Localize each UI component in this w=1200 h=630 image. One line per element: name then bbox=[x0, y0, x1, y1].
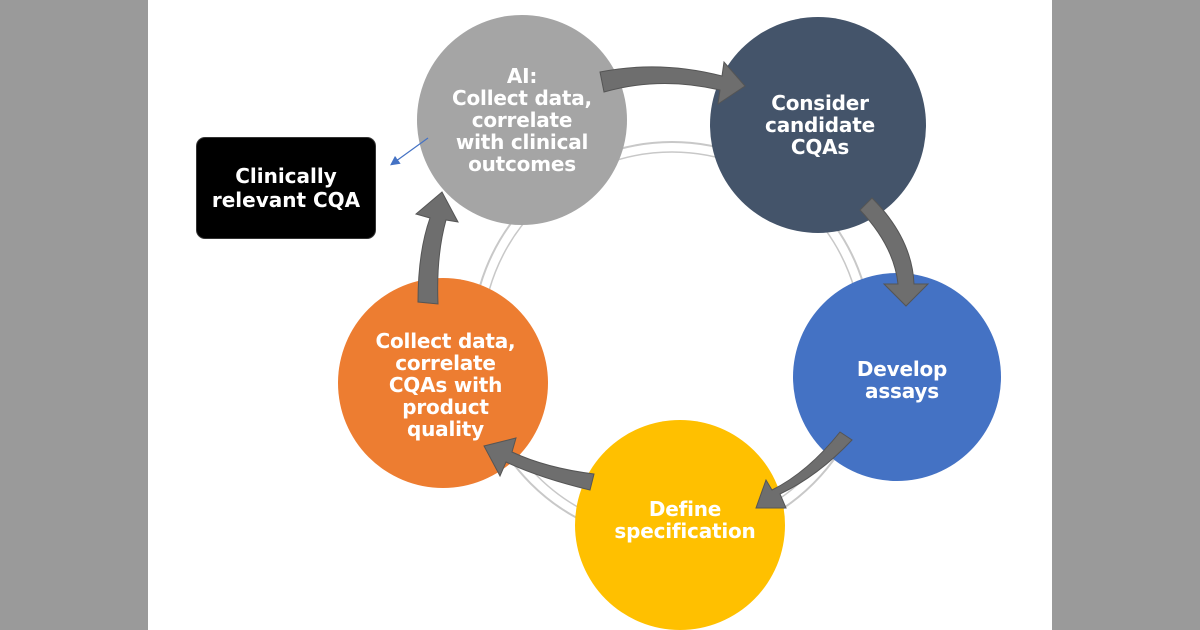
arrow-collect-to-ai bbox=[414, 191, 459, 305]
node-develop-line-2: assays bbox=[865, 379, 939, 403]
node-collect-line-3: CQAs with bbox=[388, 373, 503, 397]
node-ai-heading: AI: bbox=[506, 64, 538, 88]
node-ai-line-2: correlate bbox=[471, 108, 573, 132]
node-define: Define specification bbox=[590, 490, 780, 550]
node-consider-circle bbox=[710, 17, 926, 233]
node-ai-collect-circle bbox=[417, 15, 627, 225]
node-define-line-1: Define bbox=[648, 497, 722, 521]
node-collect-line-5: quality bbox=[407, 417, 484, 441]
node-define-circle bbox=[575, 420, 785, 630]
arrow-define-to-collect bbox=[483, 437, 595, 491]
arrow-develop-to-define bbox=[755, 431, 853, 509]
pointer-to-callout bbox=[390, 137, 429, 166]
arrow-consider-to-develop bbox=[859, 197, 930, 307]
node-collect-line-1: Collect data, bbox=[375, 329, 516, 353]
node-collect-quality: Collect data, correlate CQAs with produc… bbox=[353, 320, 538, 450]
callout-line-2: relevant CQA bbox=[211, 188, 361, 212]
node-develop: Develop assays bbox=[812, 350, 992, 410]
node-consider-line-1: Consider bbox=[771, 91, 869, 115]
node-collect-quality-circle bbox=[338, 278, 548, 488]
callout-box bbox=[197, 138, 375, 238]
node-develop-circle bbox=[793, 273, 1001, 481]
arrow-ai-to-consider bbox=[599, 60, 746, 106]
node-ai-line-4: outcomes bbox=[468, 152, 576, 176]
callout-clinically-relevant-cqa: Clinically relevant CQA bbox=[197, 138, 375, 238]
node-ai-line-3: with clinical bbox=[455, 130, 589, 154]
node-define-line-2: specification bbox=[614, 519, 756, 543]
node-collect-line-2: correlate bbox=[395, 351, 496, 375]
callout-line-1: Clinically bbox=[235, 164, 337, 188]
node-ai-line-1: Collect data, bbox=[452, 86, 592, 110]
node-develop-line-1: Develop bbox=[856, 357, 948, 381]
node-consider: Consider candidate CQAs bbox=[730, 80, 910, 170]
node-ai-collect: AI: Collect data, correlate with clinica… bbox=[427, 40, 617, 200]
node-collect-line-4: product bbox=[402, 395, 489, 419]
node-consider-line-3: CQAs bbox=[790, 135, 850, 159]
node-consider-line-2: candidate bbox=[765, 113, 875, 137]
